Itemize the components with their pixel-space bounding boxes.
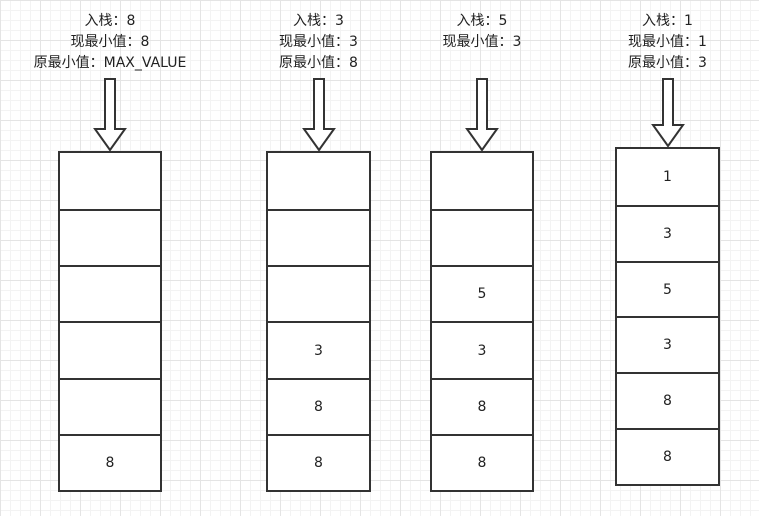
stack-cell: 8 — [268, 377, 369, 434]
annotation-line: 现最小值：1 — [628, 34, 707, 50]
stack-cell: 5 — [432, 265, 532, 321]
stack-cell: 8 — [432, 433, 532, 490]
annotation-line: 现最小值：8 — [70, 34, 150, 50]
annotation-line: 入栈：1 — [642, 13, 693, 29]
annotation-line: 入栈：3 — [293, 13, 344, 29]
stack-annotation: 入栈：5 现最小值：3 — [360, 11, 604, 53]
stack-cell: 3 — [617, 316, 718, 372]
stack-cell — [60, 321, 160, 377]
stack-cell: 8 — [60, 433, 160, 490]
stack-cell: 3 — [268, 321, 369, 377]
stack-cell: 5 — [617, 260, 718, 317]
stack-cell: 1 — [663, 168, 672, 185]
stack-annotation: 入栈：8 现最小值：8 原最小值：MAX_VALUE — [0, 11, 232, 74]
stack-cell: 8 — [617, 372, 718, 428]
stack-cell: 8 — [432, 377, 532, 434]
annotation-line: 原最小值：8 — [279, 55, 358, 71]
stack-cell — [60, 153, 160, 209]
annotation-line: 入栈：8 — [84, 13, 136, 29]
annotation-line: 原最小值：MAX_VALUE — [33, 55, 187, 71]
stack-cell — [432, 209, 532, 265]
stack-cell: 3 — [617, 204, 718, 261]
stack-cell: 3 — [432, 321, 532, 377]
annotation-line: 入栈：5 — [456, 13, 508, 29]
stack-cell — [268, 153, 369, 209]
push-arrow-icon — [301, 78, 336, 152]
stack-cell: 8 — [617, 428, 718, 484]
stack-cell — [268, 265, 369, 321]
push-arrow-icon — [93, 78, 127, 152]
stack-annotation: 入栈：3 现最小值：3 原最小值：8 — [196, 11, 441, 74]
stack-cell — [268, 209, 369, 265]
stack-cell — [432, 153, 532, 209]
stack-annotation: 入栈：1 现最小值：1 原最小值：3 — [545, 11, 759, 74]
push-arrow-icon — [465, 78, 499, 152]
push-arrow-icon — [650, 78, 685, 148]
annotation-line: 现最小值：3 — [442, 34, 522, 50]
stack-cell: 8 — [268, 433, 369, 490]
annotation-line: 现最小值：3 — [279, 34, 358, 50]
stack-cell — [60, 265, 160, 321]
stack-cell — [60, 377, 160, 434]
annotation-line: 原最小值：3 — [628, 55, 707, 71]
stack-column-1: 入栈：8 现最小值：8 原最小值：MAX_VALUE 8 — [34, 0, 186, 516]
stack-box: 8 — [58, 151, 162, 492]
stack-cell — [60, 209, 160, 265]
